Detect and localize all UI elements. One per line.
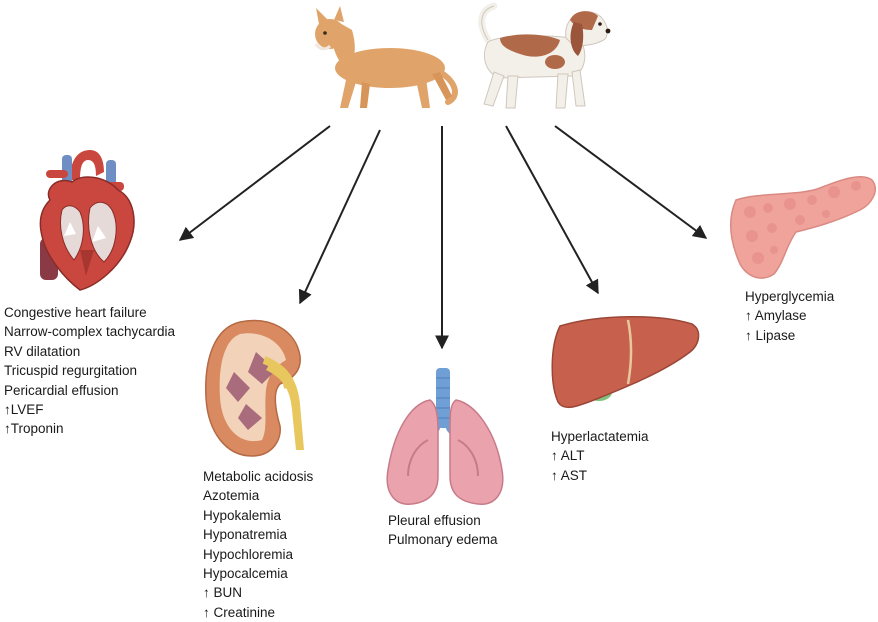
kidney-finding: Hypocalcemia [203, 566, 288, 582]
heart-finding: ↑LVEF [4, 402, 44, 418]
lungs-icon [386, 368, 504, 505]
lung-findings: Pleural effusion Pulmonary edema [388, 511, 498, 550]
arrow-to-liver [505, 125, 599, 295]
pancreas-icon [730, 176, 876, 279]
kidney-finding: ↑ Creatinine [203, 604, 276, 620]
kidney-icon [205, 319, 304, 457]
heart-icon [39, 150, 135, 291]
pancreas-findings: Hyperglycemia ↑ Amylase ↑ Lipase [745, 287, 834, 345]
liver-finding: ↑ ALT [551, 448, 585, 464]
lung-finding: Pleural effusion [388, 513, 481, 528]
dog-icon [478, 2, 611, 109]
kidney-finding: Metabolic acidosis [203, 469, 314, 484]
kidney-finding: Azotemia [203, 488, 260, 504]
liver-finding: Hyperlactatemia [551, 429, 649, 444]
cat-icon [314, 6, 458, 108]
arrow-to-heart [178, 125, 331, 241]
heart-finding: Pericardial effusion [4, 382, 119, 398]
liver-icon [551, 316, 700, 409]
kidney-finding: Hypokalemia [203, 507, 282, 523]
pancreas-finding: ↑ Amylase [745, 308, 807, 324]
liver-findings: Hyperlactatemia ↑ ALT ↑ AST [551, 427, 649, 485]
heart-finding: RV dilatation [4, 343, 81, 359]
heart-finding: Narrow-complex tachycardia [4, 324, 176, 340]
heart-finding: ↑Troponin [4, 421, 64, 437]
pancreas-finding: ↑ Lipase [745, 327, 796, 343]
liver-finding: ↑ AST [551, 467, 588, 483]
lung-finding: Pulmonary edema [388, 532, 498, 548]
arrow-to-kidney [298, 129, 381, 305]
kidney-finding: Hyponatremia [203, 527, 288, 543]
heart-finding: Congestive heart failure [4, 305, 147, 320]
pancreas-finding: Hyperglycemia [745, 289, 835, 304]
arrow-to-pancreas [554, 125, 708, 239]
arrows [178, 125, 708, 350]
heart-findings: Congestive heart failure Narrow-complex … [4, 303, 175, 439]
kidney-finding: Hypochloremia [203, 546, 294, 562]
kidney-finding: ↑ BUN [203, 585, 243, 601]
kidney-findings: Metabolic acidosis Azotemia Hypokalemia … [203, 467, 313, 622]
heart-finding: Tricuspid regurgitation [4, 363, 138, 379]
